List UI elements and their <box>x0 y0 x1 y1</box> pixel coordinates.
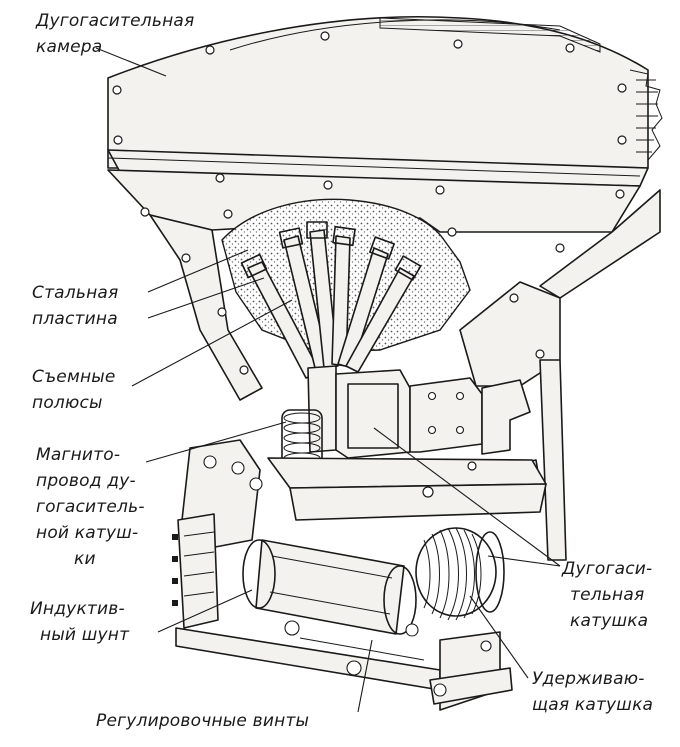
svg-text:Съемные: Съемные <box>32 367 116 387</box>
label-steel-plate: Стальная пластина <box>32 283 118 329</box>
svg-text:гогаситель-: гогаситель- <box>36 497 145 517</box>
leader-arc-coil-2 <box>487 555 561 567</box>
label-arc-coil: Дугогаси- тельная катушка <box>561 559 652 631</box>
housing-plates <box>107 169 661 561</box>
leader-arc-coil-1 <box>373 427 561 567</box>
leader-steel-plate-2 <box>147 277 265 319</box>
armature-plate <box>267 457 547 521</box>
svg-text:ной катуш-: ной катуш- <box>36 523 138 543</box>
leader-removable-poles <box>131 299 293 387</box>
label-adjusting-screws: Регулировочные винты <box>96 711 309 731</box>
svg-text:Дугогасительная: Дугогасительная <box>35 11 194 31</box>
removable-poles <box>240 221 422 379</box>
svg-text:Дугогаси-: Дугогаси- <box>561 559 652 579</box>
leader-magnetic-circuit <box>145 421 287 463</box>
svg-text:ки: ки <box>74 549 96 569</box>
left-mechanism <box>172 439 263 629</box>
magnet-block <box>307 365 541 497</box>
svg-text:провод ду-: провод ду- <box>36 471 136 491</box>
arc-chamber <box>107 15 663 187</box>
label-arc-chamber: Дугогасительная камера <box>35 11 194 57</box>
leader-inductive-shunt <box>157 589 253 633</box>
label-inductive-shunt: Индуктив- ный шунт <box>30 599 130 645</box>
leader-steel-plate-1 <box>147 249 249 293</box>
label-removable-poles: Съемные полюсы <box>32 367 116 413</box>
svg-text:Регулировочные винты: Регулировочные винты <box>96 711 309 731</box>
leader-holding-coil <box>469 595 529 679</box>
svg-text:камера: камера <box>36 37 102 57</box>
svg-text:тельная: тельная <box>570 585 644 605</box>
svg-text:Удерживаю-: Удерживаю- <box>532 669 645 689</box>
svg-text:Индуктив-: Индуктив- <box>30 599 125 619</box>
svg-text:полюсы: полюсы <box>32 393 103 413</box>
label-magnetic-circuit: Магнито- провод ду- гогаситель- ной кату… <box>36 445 145 569</box>
holding-coil-cylinder <box>242 539 417 635</box>
svg-text:ный шунт: ный шунт <box>40 625 130 645</box>
label-holding-coil: Удерживаю- щая катушка <box>532 669 653 715</box>
svg-text:катушка: катушка <box>570 611 648 631</box>
svg-text:щая катушка: щая катушка <box>532 695 653 715</box>
arc-coil-drum <box>415 527 505 621</box>
svg-text:пластина: пластина <box>32 309 118 329</box>
base-frame <box>175 620 513 711</box>
leader-adjusting-screws <box>357 639 373 713</box>
svg-text:Стальная: Стальная <box>32 283 118 303</box>
svg-text:Магнито-: Магнито- <box>36 445 120 465</box>
leader-arc-chamber <box>95 47 167 77</box>
